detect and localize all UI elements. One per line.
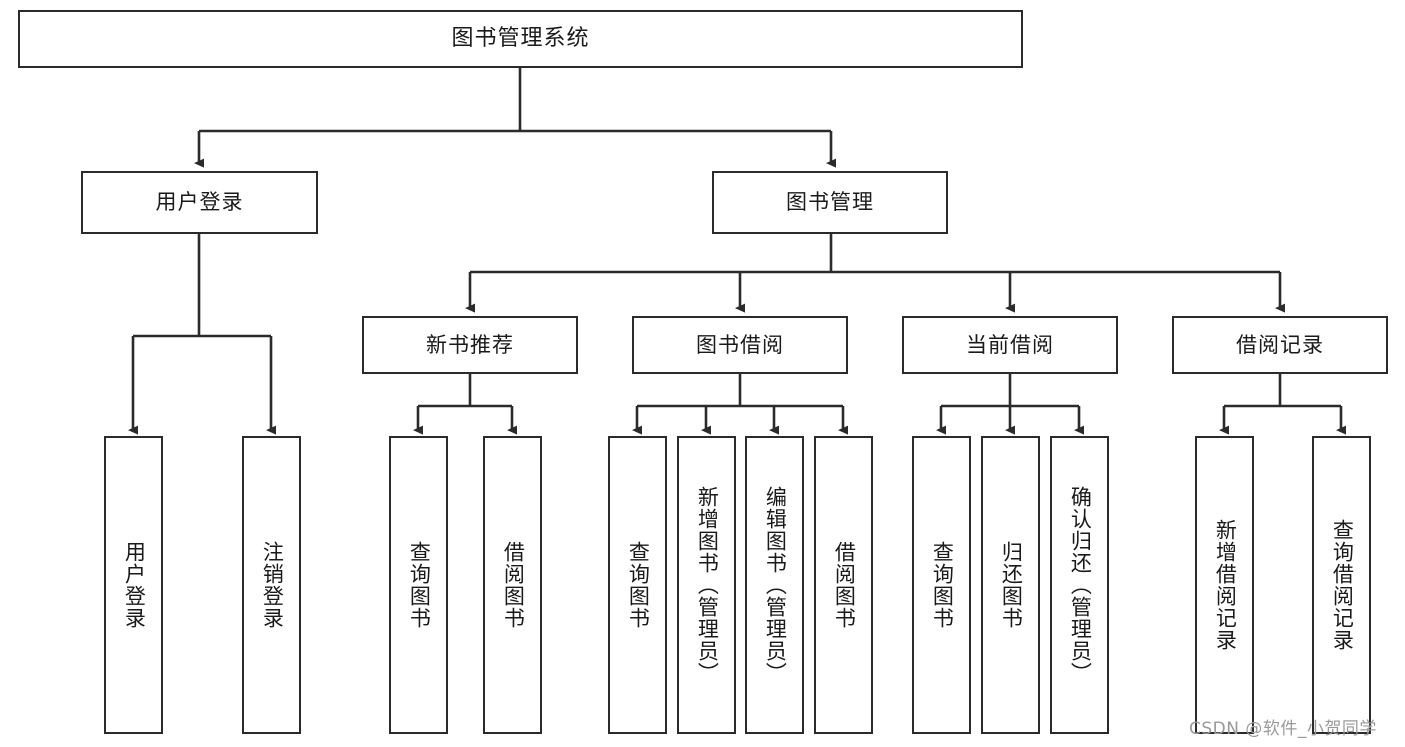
node-leaf-add-record-label: 新增借阅记录 [1213,519,1238,651]
node-new-book-recommend-label: 新书推荐 [426,332,514,357]
node-leaf-edit-book[interactable]: 编辑图书（管理员） [745,436,804,734]
node-leaf-query-book-2[interactable]: 查询图书 [608,436,667,734]
node-leaf-query-book-1-label: 查询图书 [407,541,432,629]
node-leaf-query-record-label: 查询借阅记录 [1330,519,1355,651]
node-user-login[interactable]: 用户登录 [81,171,318,234]
node-leaf-user-logout[interactable]: 注销登录 [242,436,301,734]
node-leaf-return-book-label: 归还图书 [999,541,1024,629]
node-leaf-confirm-return-label: 确认归还（管理员） [1068,486,1093,684]
node-leaf-user-logout-label: 注销登录 [260,541,285,629]
node-current-borrow-label: 当前借阅 [966,332,1054,357]
node-leaf-borrow-book-2-label: 借阅图书 [832,541,857,629]
node-leaf-query-book-1[interactable]: 查询图书 [389,436,448,734]
node-leaf-edit-book-label: 编辑图书（管理员） [763,486,788,684]
node-leaf-user-login-label: 用户登录 [122,541,147,629]
node-leaf-query-record[interactable]: 查询借阅记录 [1312,436,1371,734]
node-leaf-query-book-3-label: 查询图书 [930,541,955,629]
node-borrow-record[interactable]: 借阅记录 [1172,316,1388,374]
node-book-management-label: 图书管理 [786,190,874,215]
node-leaf-user-login[interactable]: 用户登录 [104,436,163,734]
node-leaf-add-book-label: 新增图书（管理员） [695,486,720,684]
node-leaf-add-book[interactable]: 新增图书（管理员） [677,436,736,734]
node-leaf-borrow-book-2[interactable]: 借阅图书 [814,436,873,734]
node-book-management[interactable]: 图书管理 [712,171,948,234]
node-book-borrow[interactable]: 图书借阅 [632,316,848,374]
node-leaf-query-book-2-label: 查询图书 [626,541,651,629]
node-leaf-return-book[interactable]: 归还图书 [981,436,1040,734]
node-leaf-confirm-return[interactable]: 确认归还（管理员） [1050,436,1109,734]
node-root[interactable]: 图书管理系统 [18,10,1023,68]
node-new-book-recommend[interactable]: 新书推荐 [362,316,578,374]
node-leaf-borrow-book-1[interactable]: 借阅图书 [483,436,542,734]
watermark: CSDN @软件_小贺同学 [1189,719,1377,739]
node-borrow-record-label: 借阅记录 [1236,332,1324,357]
node-leaf-query-book-3[interactable]: 查询图书 [912,436,971,734]
node-user-login-label: 用户登录 [155,190,244,215]
node-current-borrow[interactable]: 当前借阅 [902,316,1118,374]
node-leaf-add-record[interactable]: 新增借阅记录 [1195,436,1254,734]
node-book-borrow-label: 图书借阅 [696,332,784,357]
node-root-label: 图书管理系统 [451,26,590,52]
node-leaf-borrow-book-1-label: 借阅图书 [501,541,526,629]
